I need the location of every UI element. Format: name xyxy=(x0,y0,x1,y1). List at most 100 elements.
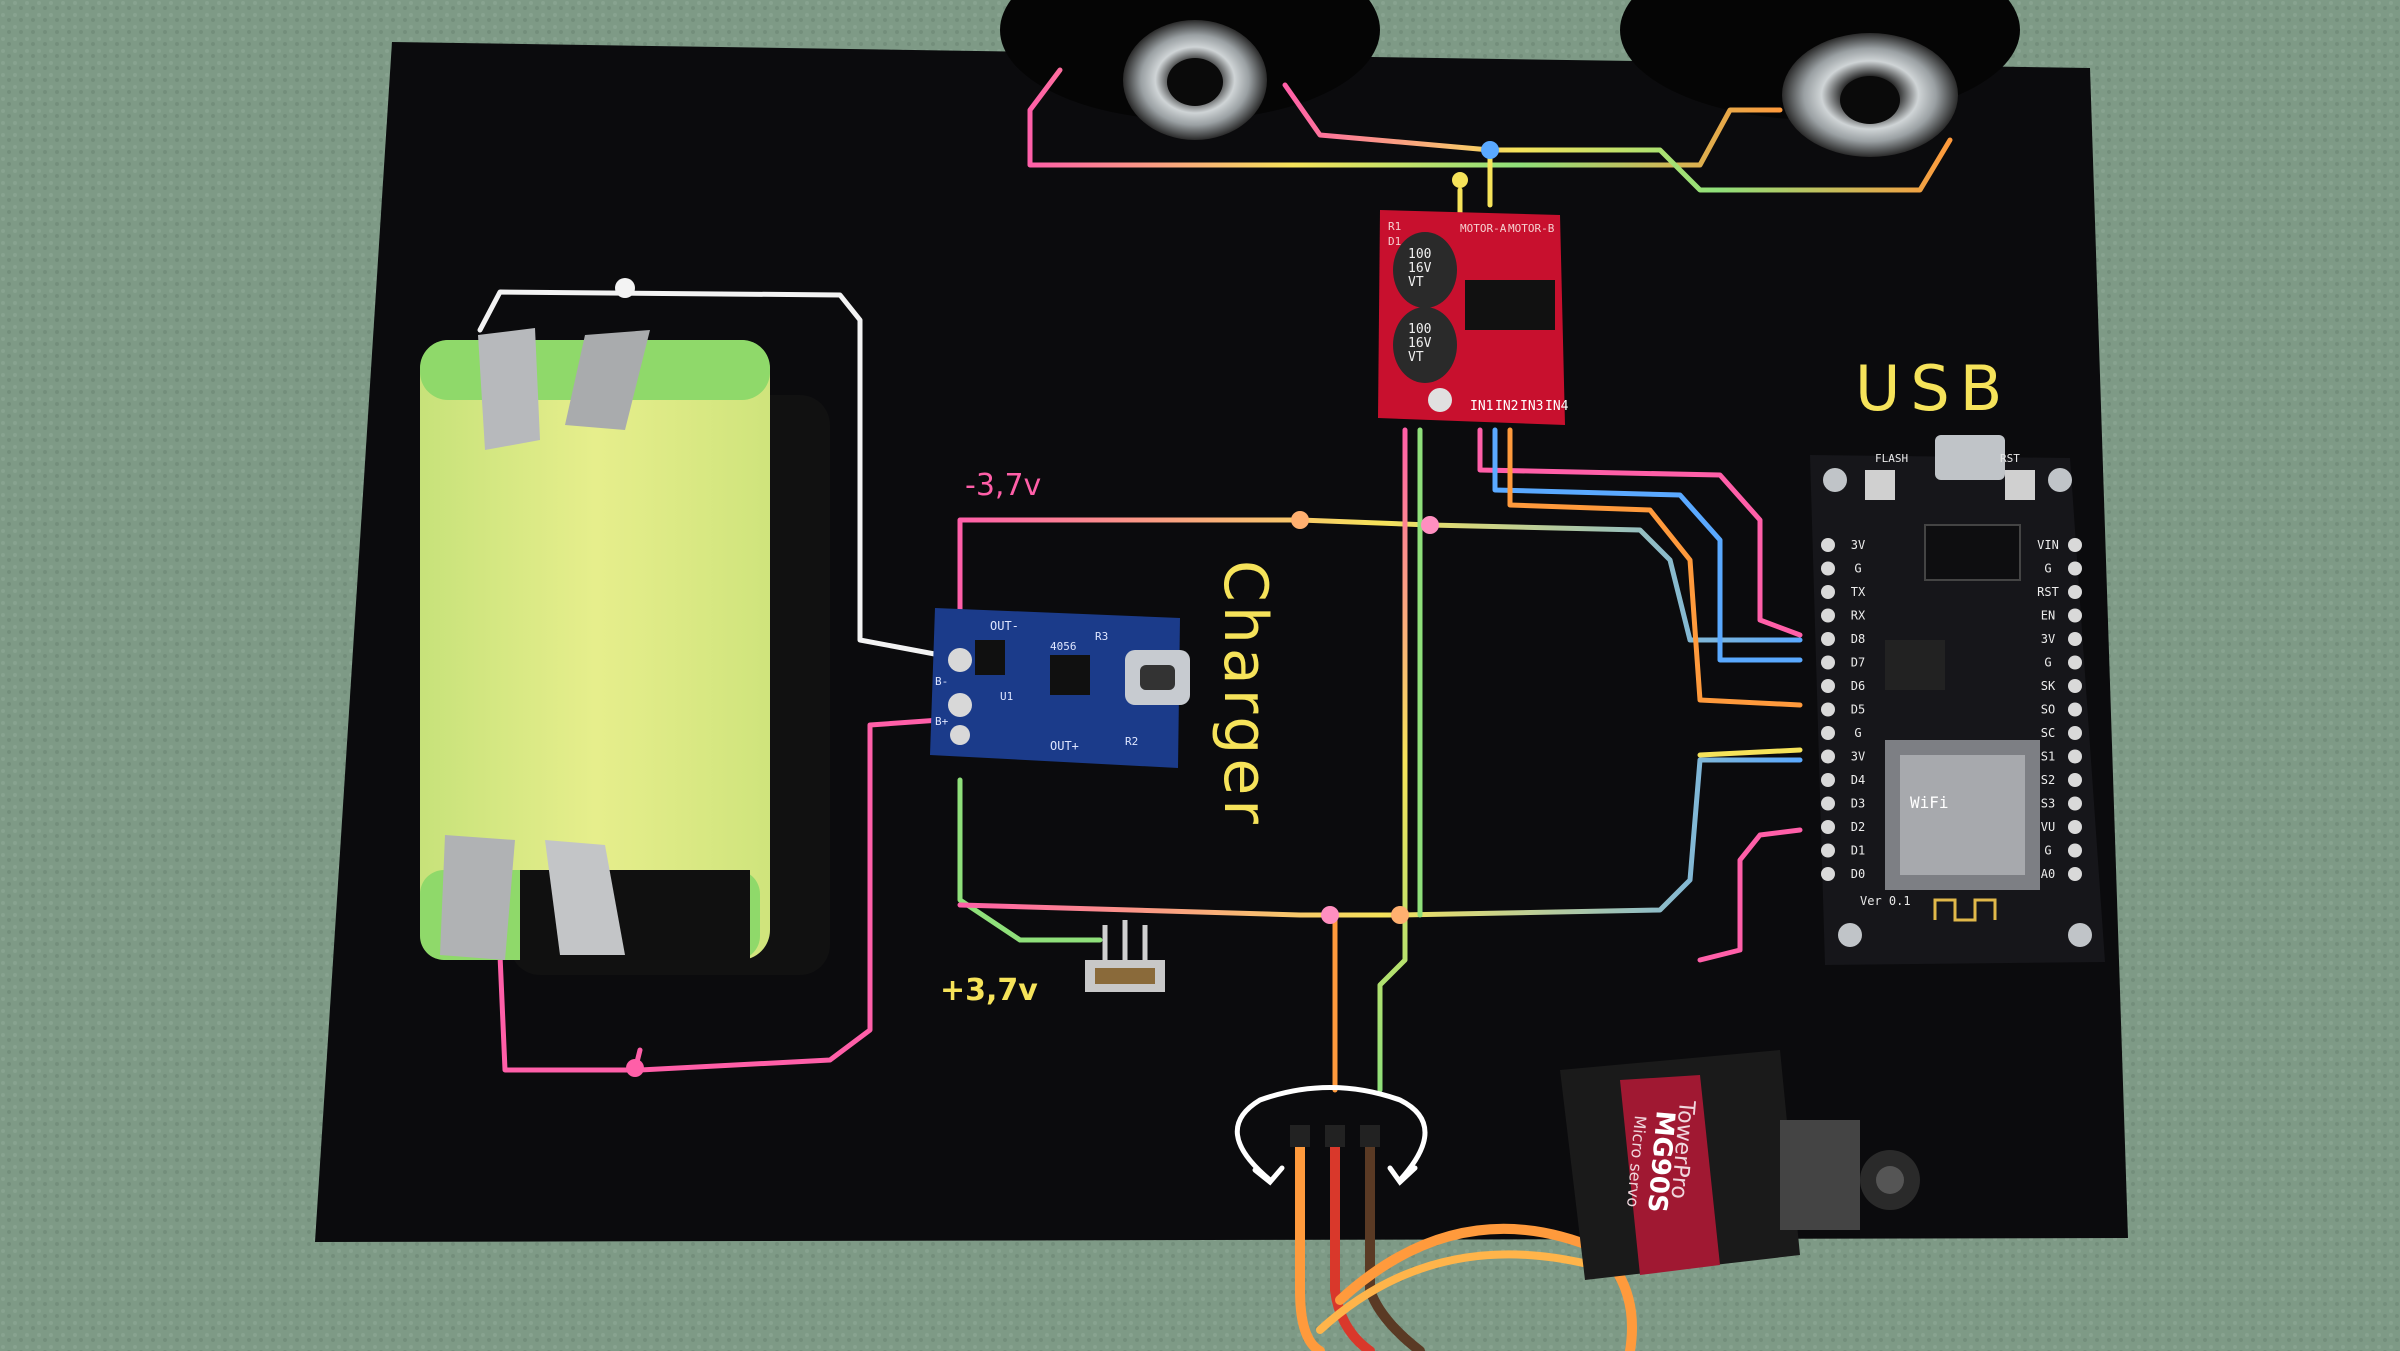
cap-top-line-3: VT xyxy=(1408,275,1424,290)
mcu-label-rst: RST xyxy=(2000,452,2020,465)
mcu-right-pin-pad xyxy=(2068,608,2082,623)
small-connector xyxy=(1085,920,1165,992)
mcu-right-pin-pad xyxy=(2068,561,2082,576)
mcu-left-pin-pad xyxy=(1821,655,1835,670)
cap-bottom-line-3: VT xyxy=(1408,350,1424,365)
mcu-left-pin-pad xyxy=(1821,867,1835,881)
mcu-left-pin-pad xyxy=(1821,561,1835,576)
mcu-left-pin-label: D6 xyxy=(1851,679,1865,693)
charger-chip-4056 xyxy=(1050,655,1090,695)
micro-usb-port xyxy=(1935,435,2005,480)
mcu-label-flash: FLASH xyxy=(1875,452,1908,465)
mcu-left-pin-label: TX xyxy=(1851,585,1866,599)
mcu-right-pin-label: S2 xyxy=(2041,773,2055,787)
mcu-right-pin-label: EN xyxy=(2041,609,2055,623)
mcu-left-pin-pad xyxy=(1821,820,1835,834)
mcu-right-pin-pad xyxy=(2068,679,2082,693)
driver-label-motor-b: MOTOR-B xyxy=(1508,222,1555,235)
battery-tab-top-right xyxy=(565,330,650,430)
mcu-left-pin-label: G xyxy=(1854,726,1861,740)
cap-top-line-1: 100 xyxy=(1408,247,1431,262)
mcu-left-pin-pad xyxy=(1821,679,1835,693)
mcu-left-pin-pad xyxy=(1821,749,1835,764)
driver-input-in2: IN2 xyxy=(1495,399,1518,414)
mcu-right-pin-pad xyxy=(2068,773,2082,787)
driver-input-in1: IN1 xyxy=(1470,399,1493,414)
driver-label-r1: R1 xyxy=(1388,220,1401,233)
mcu-left-pin-label: 3V xyxy=(1851,750,1865,764)
mcu-board: FLASH RST WiFi Ver 0.1 3VGTXRXD8D7D6D5G3… xyxy=(1810,435,2105,965)
charger-label-out-plus: OUT+ xyxy=(1050,739,1079,753)
mcu-right-pin-pad xyxy=(2068,726,2082,740)
mcu-right-pin-label: G xyxy=(2044,844,2051,858)
servo-motor: TowerPro MG90S Micro servo xyxy=(1560,1050,1920,1280)
battery-pack xyxy=(420,328,830,975)
wire-traces xyxy=(477,67,1953,1093)
charger-label: Charger xyxy=(1210,560,1280,828)
mcu-right-pin-pad xyxy=(2068,749,2082,764)
mcu-left-pin-pad xyxy=(1821,796,1835,811)
mcu-right-pin-pad xyxy=(2068,702,2082,717)
mcu-left-pin-label: D2 xyxy=(1851,820,1865,834)
swap-arrows xyxy=(1234,1085,1428,1186)
positive-voltage-label: +3,7v xyxy=(940,973,1038,1008)
mcu-right-pin-label: VIN xyxy=(2037,538,2059,552)
capacitor-top xyxy=(1393,232,1457,308)
cap-bottom-line-1: 100 xyxy=(1408,322,1431,337)
mcu-left-pin-pad xyxy=(1821,538,1835,552)
pcb-antenna xyxy=(1933,898,1997,922)
driver-input-in4: IN4 xyxy=(1545,399,1569,414)
mcu-left-pin-pad xyxy=(1821,585,1835,599)
cap-bottom-line-2: 16V xyxy=(1408,336,1432,351)
charger-label-b-plus: B+ xyxy=(935,715,949,728)
mcu-left-pin-label: D3 xyxy=(1851,797,1865,811)
charger-label-b-minus: B- xyxy=(935,675,948,688)
mcu-right-pin-pad xyxy=(2068,655,2082,670)
charger-label-chip: 4056 xyxy=(1050,640,1077,653)
mcu-right-pin-label: SK xyxy=(2041,679,2056,693)
mcu-left-pin-pad xyxy=(1821,632,1835,646)
mcu-right-pin-label: RST xyxy=(2037,585,2059,599)
charger-label-out-minus: OUT- xyxy=(990,619,1019,633)
driver-chip xyxy=(1465,280,1555,330)
charger-label-r2: R2 xyxy=(1125,735,1138,748)
left-wheel xyxy=(1000,0,1380,140)
mcu-right-pin-pad xyxy=(2068,538,2082,552)
driver-label-d1: D1 xyxy=(1388,235,1401,248)
right-wheel xyxy=(1620,0,2020,157)
mcu-label-version: Ver 0.1 xyxy=(1860,894,1911,908)
mcu-right-pin-pad xyxy=(2068,585,2082,599)
mcu-right-pin-pad xyxy=(2068,820,2082,834)
mcu-right-pin-label: A0 xyxy=(2041,867,2055,881)
servo-cable xyxy=(1290,1125,1637,1351)
mcu-label-wifi: WiFi xyxy=(1910,793,1949,812)
battery-tab-bottom-right xyxy=(545,840,625,955)
charger-chip-u1 xyxy=(975,640,1005,675)
mcu-left-pin-label: D5 xyxy=(1851,703,1865,717)
mcu-right-pin-label: 3V xyxy=(2041,632,2055,646)
usb-serial-chip xyxy=(1924,524,2021,581)
mcu-right-pin-pad xyxy=(2068,796,2082,811)
mcu-right-pin-label: VU xyxy=(2041,820,2055,834)
mcu-left-pin-pad xyxy=(1821,843,1835,858)
mcu-left-pin-pad xyxy=(1821,702,1835,717)
mcu-right-pin-label: SC xyxy=(2041,726,2055,740)
mcu-right-pin-pad xyxy=(2068,867,2082,881)
charger-label-r3: R3 xyxy=(1095,630,1108,643)
motor-driver-board: 100 16V VT 100 16V VT MOTOR-A MOTOR-B R1… xyxy=(1378,210,1569,425)
mcu-right-pin-label: SO xyxy=(2041,703,2055,717)
mcu-left-pin-label: D7 xyxy=(1851,656,1865,670)
wire-junctions xyxy=(615,141,1499,1077)
mcu-right-pin-label: S1 xyxy=(2041,750,2055,764)
mcu-left-pin-label: RX xyxy=(1851,609,1866,623)
negative-voltage-label: -3,7v xyxy=(965,468,1041,503)
charger-label-u1: U1 xyxy=(1000,690,1013,703)
capacitor-bottom xyxy=(1393,307,1457,383)
mcu-right-pin-label: S3 xyxy=(2041,797,2055,811)
mcu-left-pin-label: D1 xyxy=(1851,844,1865,858)
flash-button xyxy=(1865,470,1895,500)
usb-label: USB xyxy=(1855,352,2012,425)
mcu-right-pin-pad xyxy=(2068,632,2082,646)
